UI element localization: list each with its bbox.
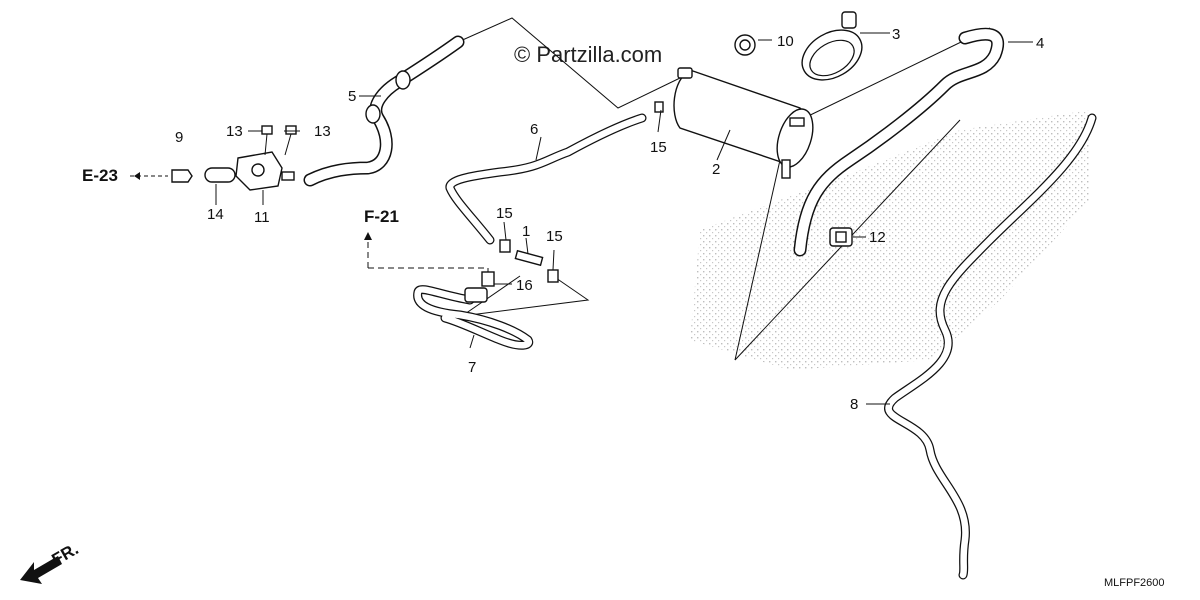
hose-part-14[interactable] — [204, 167, 236, 183]
ref-e23: E-23 — [82, 166, 118, 185]
elbow-part-16[interactable] — [464, 271, 495, 303]
arrow-left-icon — [134, 172, 140, 180]
callout-leaders — [130, 32, 1033, 405]
callout-labels: 1 2 3 4 5 6 7 8 9 10 11 12 13 13 14 15 1… — [175, 26, 1044, 413]
callout-11: 11 — [254, 209, 270, 226]
clamp-part-15b[interactable] — [499, 239, 511, 253]
callout-10: 10 — [777, 33, 794, 50]
fitting-part-9[interactable] — [171, 169, 193, 183]
evap-canister-part-2[interactable] — [673, 67, 819, 179]
clamp-part-15a[interactable] — [654, 101, 664, 113]
clamp-part-15c[interactable] — [547, 269, 559, 283]
callout-1: 1 — [522, 223, 530, 240]
watermark-text: © Partzilla.com — [514, 42, 662, 67]
callout-13b: 13 — [314, 123, 331, 140]
ref-f21: F-21 — [364, 207, 399, 226]
hose-part-8[interactable] — [884, 113, 1097, 580]
diagram-code: MLFPF2600 — [1104, 577, 1165, 589]
callout-13a: 13 — [226, 123, 243, 140]
callout-15b: 15 — [496, 205, 513, 222]
arrow-up-icon — [364, 232, 372, 240]
bolt-part-13b[interactable] — [284, 125, 297, 156]
callout-15c: 15 — [546, 228, 563, 245]
clip-part-12[interactable] — [829, 227, 853, 247]
grommet-part-10[interactable] — [734, 34, 756, 56]
callout-7: 7 — [468, 359, 476, 376]
callout-4: 4 — [1036, 35, 1044, 52]
callout-12: 12 — [869, 229, 886, 246]
callout-8: 8 — [850, 396, 858, 413]
front-direction-indicator: FR. — [20, 539, 82, 584]
callout-14: 14 — [207, 206, 224, 223]
callout-6: 6 — [530, 121, 538, 138]
connector-part-1[interactable] — [514, 249, 544, 267]
callout-9: 9 — [175, 129, 183, 146]
frame-stipple-area — [690, 110, 1090, 370]
hose-part-4[interactable] — [793, 27, 1005, 257]
callout-3: 3 — [892, 26, 900, 43]
callout-16: 16 — [516, 277, 533, 294]
hose-part-7[interactable] — [413, 285, 534, 350]
bolt-part-13a[interactable] — [261, 125, 273, 156]
hose-part-6[interactable] — [445, 113, 647, 245]
callout-2: 2 — [712, 161, 720, 178]
canister-band-part-3[interactable] — [793, 11, 870, 90]
callout-5: 5 — [348, 88, 356, 105]
hose-part-5[interactable] — [303, 35, 465, 187]
callout-15a: 15 — [650, 139, 667, 156]
solenoid-valve-part-11[interactable] — [235, 151, 295, 191]
front-arrow-icon — [20, 556, 62, 584]
